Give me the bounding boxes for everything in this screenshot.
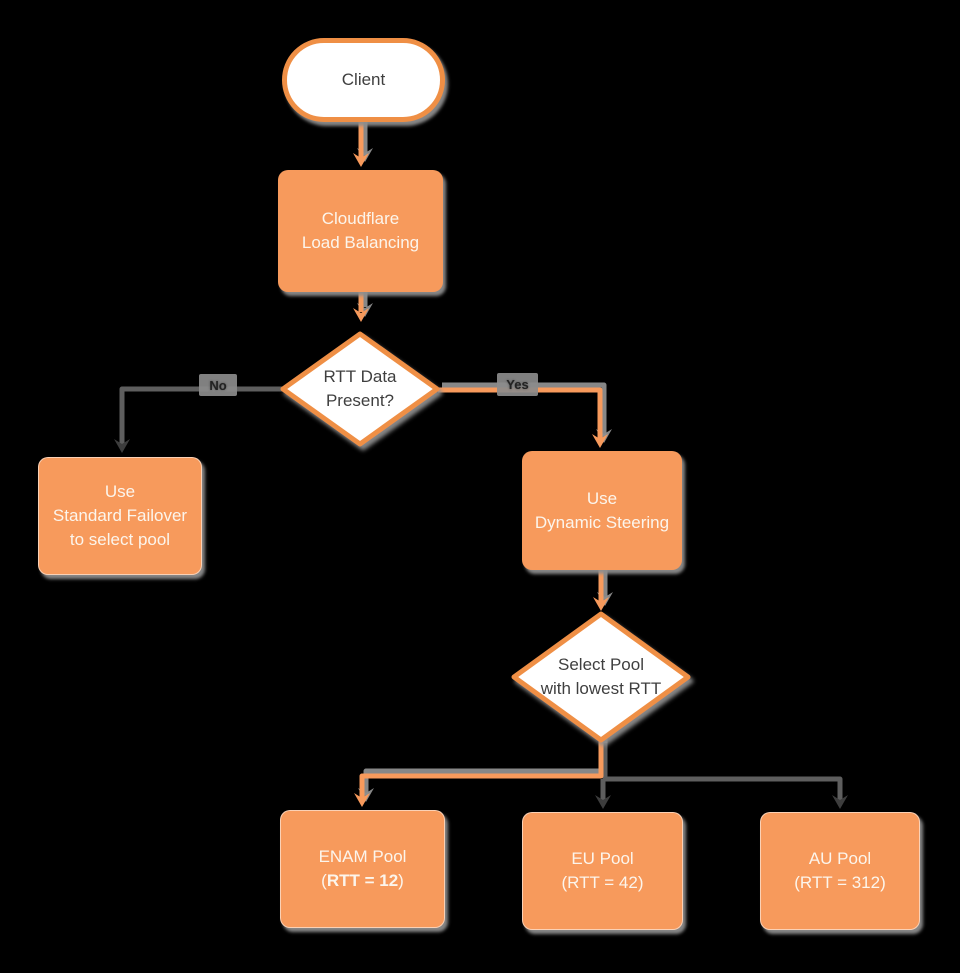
- select-pool-line2: with lowest RTT: [540, 679, 662, 698]
- node-eu-pool: EU Pool (RTT = 42): [522, 812, 683, 930]
- standard-failover-line1: Use: [104, 482, 136, 501]
- node-client: Client: [282, 38, 445, 122]
- arrowhead-au: [832, 795, 848, 809]
- edge-label-no: No: [199, 374, 237, 396]
- node-rtt-decision-label: RTT Data Present?: [283, 334, 437, 444]
- enam-rtt-value: RTT = 12: [326, 871, 399, 890]
- node-load-balancer-line1: Cloudflare: [321, 209, 400, 228]
- edge-label-yes: Yes: [497, 373, 538, 396]
- enam-pool-title: ENAM Pool: [318, 847, 407, 866]
- edge-decision-yes-steering: [438, 387, 603, 441]
- node-dynamic-steering: Use Dynamic Steering: [522, 451, 682, 570]
- au-pool-title: AU Pool: [808, 849, 872, 868]
- standard-failover-line2: Standard Failover: [52, 506, 188, 525]
- arrowhead-failover: [114, 439, 130, 453]
- node-enam-pool: ENAM Pool (RTT = 12): [280, 810, 445, 928]
- arrowhead-select: [593, 597, 609, 611]
- node-select-pool-label: Select Pool with lowest RTT: [514, 614, 688, 740]
- node-load-balancer: Cloudflare Load Balancing: [278, 170, 443, 292]
- dynamic-steering-line2: Dynamic Steering: [534, 512, 670, 532]
- standard-failover-line3: to select pool: [69, 530, 171, 549]
- eu-pool-rtt: (RTT = 42): [561, 873, 644, 892]
- edge-select-enam: [359, 740, 604, 800]
- au-pool-rtt: (RTT = 312): [794, 873, 886, 892]
- arrowhead-decision: [353, 308, 369, 322]
- arrowhead-eu: [595, 795, 611, 809]
- edge-decision-no-failover: [119, 386, 283, 446]
- node-client-label: Client: [341, 70, 386, 89]
- enam-pool-rtt: (RTT = 12): [321, 869, 404, 893]
- rtt-decision-line2: Present?: [325, 391, 395, 410]
- edge-select-au: [602, 743, 843, 802]
- rtt-decision-line1: RTT Data: [323, 367, 397, 386]
- decision-diamond-select-pool: [511, 611, 691, 743]
- edge-shadow-select-enam: [363, 735, 608, 795]
- edge-shadow-yes-branch: [442, 382, 607, 436]
- arrowhead-enam: [354, 793, 370, 807]
- node-au-pool: AU Pool (RTT = 312): [760, 812, 920, 930]
- decision-diamond-rtt-data: [280, 331, 440, 447]
- enam-rtt-close: ): [398, 871, 404, 890]
- dynamic-steering-line1: Use: [586, 488, 618, 508]
- select-pool-line1: Select Pool: [558, 655, 644, 674]
- enam-rtt-open: (: [321, 871, 327, 890]
- arrowhead-steering: [592, 434, 608, 448]
- node-standard-failover: Use Standard Failover to select pool: [38, 457, 202, 575]
- arrowhead-lb: [353, 153, 369, 167]
- eu-pool-title: EU Pool: [571, 849, 634, 868]
- node-load-balancer-line2: Load Balancing: [301, 233, 420, 252]
